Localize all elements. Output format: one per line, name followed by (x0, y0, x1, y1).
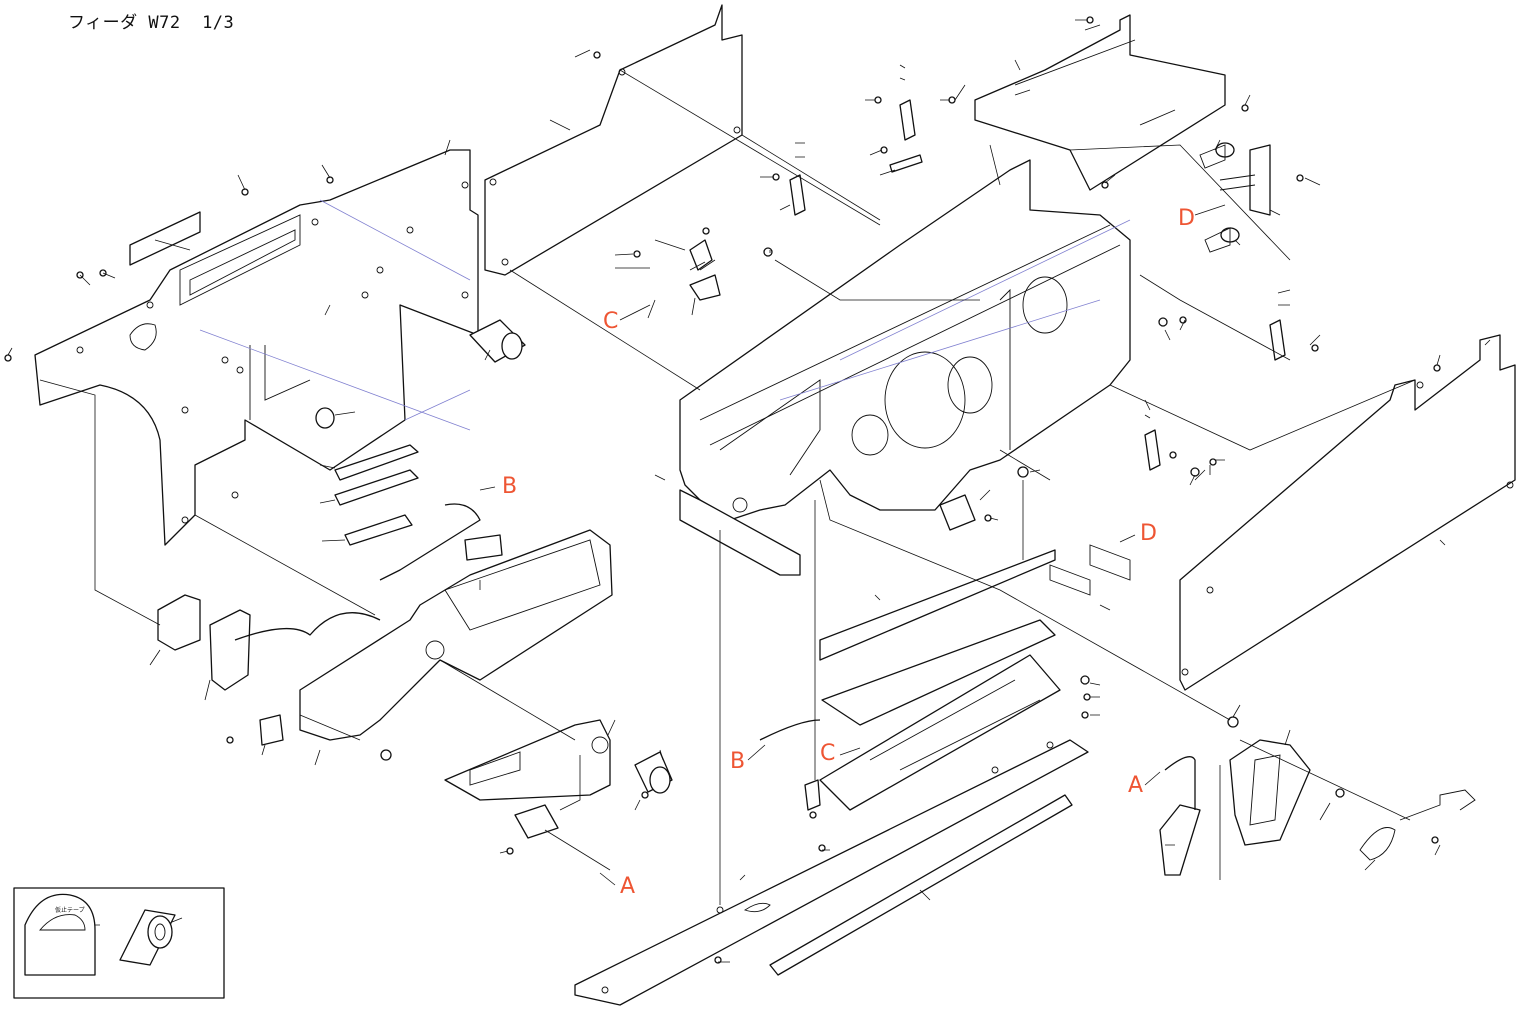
connector-blocks (158, 595, 283, 745)
accessory-inset: 仮止テープ (14, 888, 224, 998)
inset-label-text: 仮止テープ (55, 906, 85, 914)
right-lower-bracket (1160, 740, 1475, 875)
callout-c-bottom: C (820, 741, 835, 766)
front-housing (300, 530, 612, 740)
main-frame (680, 160, 1130, 575)
switch-boards (335, 445, 502, 560)
left-cover-plate (485, 5, 742, 275)
callout-a-right: A (1128, 773, 1143, 798)
callout-b-bottom: B (730, 749, 745, 774)
callout-a-left: A (620, 874, 635, 899)
left-side-plate (35, 150, 478, 545)
callout-b-top: B (502, 474, 517, 499)
callout-d-top: D (1178, 206, 1195, 231)
lower-front-assembly (445, 720, 672, 800)
label-plate (130, 212, 200, 265)
callout-d-bottom: D (1140, 521, 1157, 546)
callout-c-top: C (603, 309, 618, 334)
right-cover-plate (1180, 335, 1515, 690)
